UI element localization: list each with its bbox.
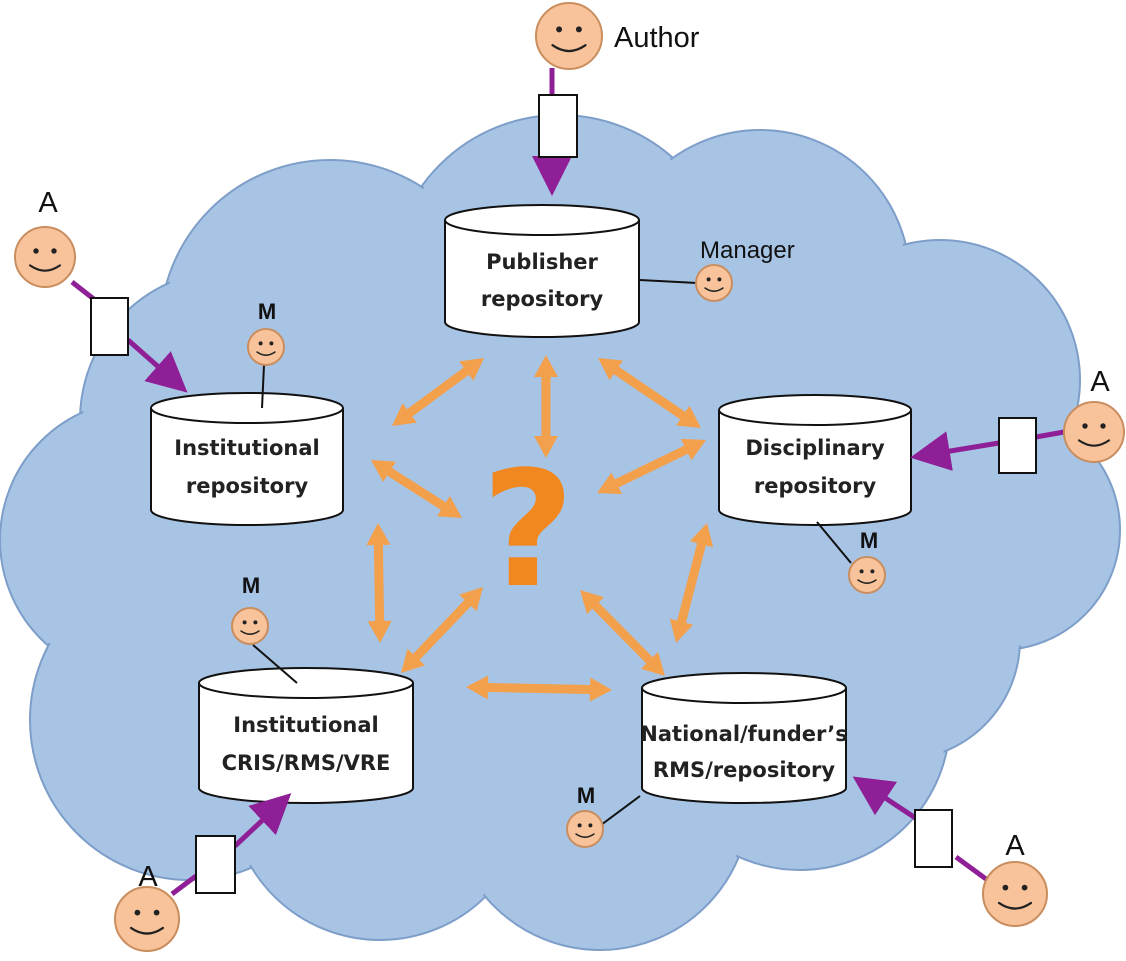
disciplinary-label-line1: Disciplinary (745, 436, 885, 460)
manager-label: Manager (700, 237, 795, 264)
manager-face-cris (231, 607, 269, 645)
disciplinary-label-line2: repository (754, 474, 877, 498)
exchange-arrow-6 (669, 523, 714, 643)
documents (90, 94, 1037, 894)
exchange-arrow-1 (391, 358, 484, 427)
document-icon-disciplinary (998, 417, 1037, 474)
exchange-arrow-5 (371, 460, 462, 518)
institutional-label-line1: Institutional (174, 436, 319, 460)
national-label-line2: RMS/repository (653, 758, 835, 782)
disciplinary-repository (718, 394, 912, 526)
institutional-cris-rms-vre (198, 667, 414, 804)
manager-face-national (566, 810, 604, 848)
manager-short-label-4: M (577, 783, 595, 808)
manager-short-label-1: M (258, 299, 276, 324)
manager-face-disciplinary (848, 556, 886, 594)
cris-label-line2: CRIS/RMS/VRE (222, 751, 391, 775)
author-short-label-2: A (1090, 366, 1110, 398)
cris-label-line1: Institutional (233, 713, 378, 737)
author-face-bottom-right (982, 861, 1048, 927)
author-face-top (535, 2, 603, 70)
author-face-bottom-left (114, 886, 180, 952)
exchange-arrow-2 (534, 355, 558, 458)
author-short-label-4: A (1005, 830, 1025, 862)
institutional-repository (150, 392, 344, 526)
institutional-label-line2: repository (186, 474, 309, 498)
manager-face-publisher (695, 264, 733, 302)
exchange-arrow-4 (597, 438, 706, 495)
faces (14, 2, 1125, 952)
submission-arrows (70, 68, 1065, 896)
author-label: Author (614, 22, 700, 54)
exchange-arrow-9 (580, 590, 665, 676)
author-face-left (14, 226, 76, 288)
exchange-arrow-10 (466, 675, 613, 702)
manager-connectors (252, 279, 852, 826)
national-funder-rms-repository (641, 672, 847, 804)
publisher-label-line2: repository (481, 287, 604, 311)
author-short-label-3: A (138, 861, 158, 893)
publisher-label-line1: Publisher (486, 250, 598, 274)
national-label-line1: National/funder’s (640, 722, 847, 746)
document-icon-cris (195, 835, 236, 894)
exchange-arrow-7 (366, 523, 392, 644)
publisher-repository (444, 204, 640, 338)
exchange-arrows (366, 355, 714, 702)
author-face-right (1063, 401, 1125, 463)
document-icon-institutional (90, 297, 129, 356)
document-icon-author (538, 94, 578, 158)
author-short-label-1: A (38, 187, 58, 219)
manager-face-institutional (247, 328, 285, 366)
center-question-mark: ? (482, 436, 575, 623)
exchange-arrow-3 (598, 358, 701, 428)
manager-short-label-2: M (860, 528, 878, 553)
document-icon-national (914, 809, 953, 868)
exchange-arrow-8 (400, 587, 483, 674)
manager-short-label-3: M (242, 573, 260, 598)
